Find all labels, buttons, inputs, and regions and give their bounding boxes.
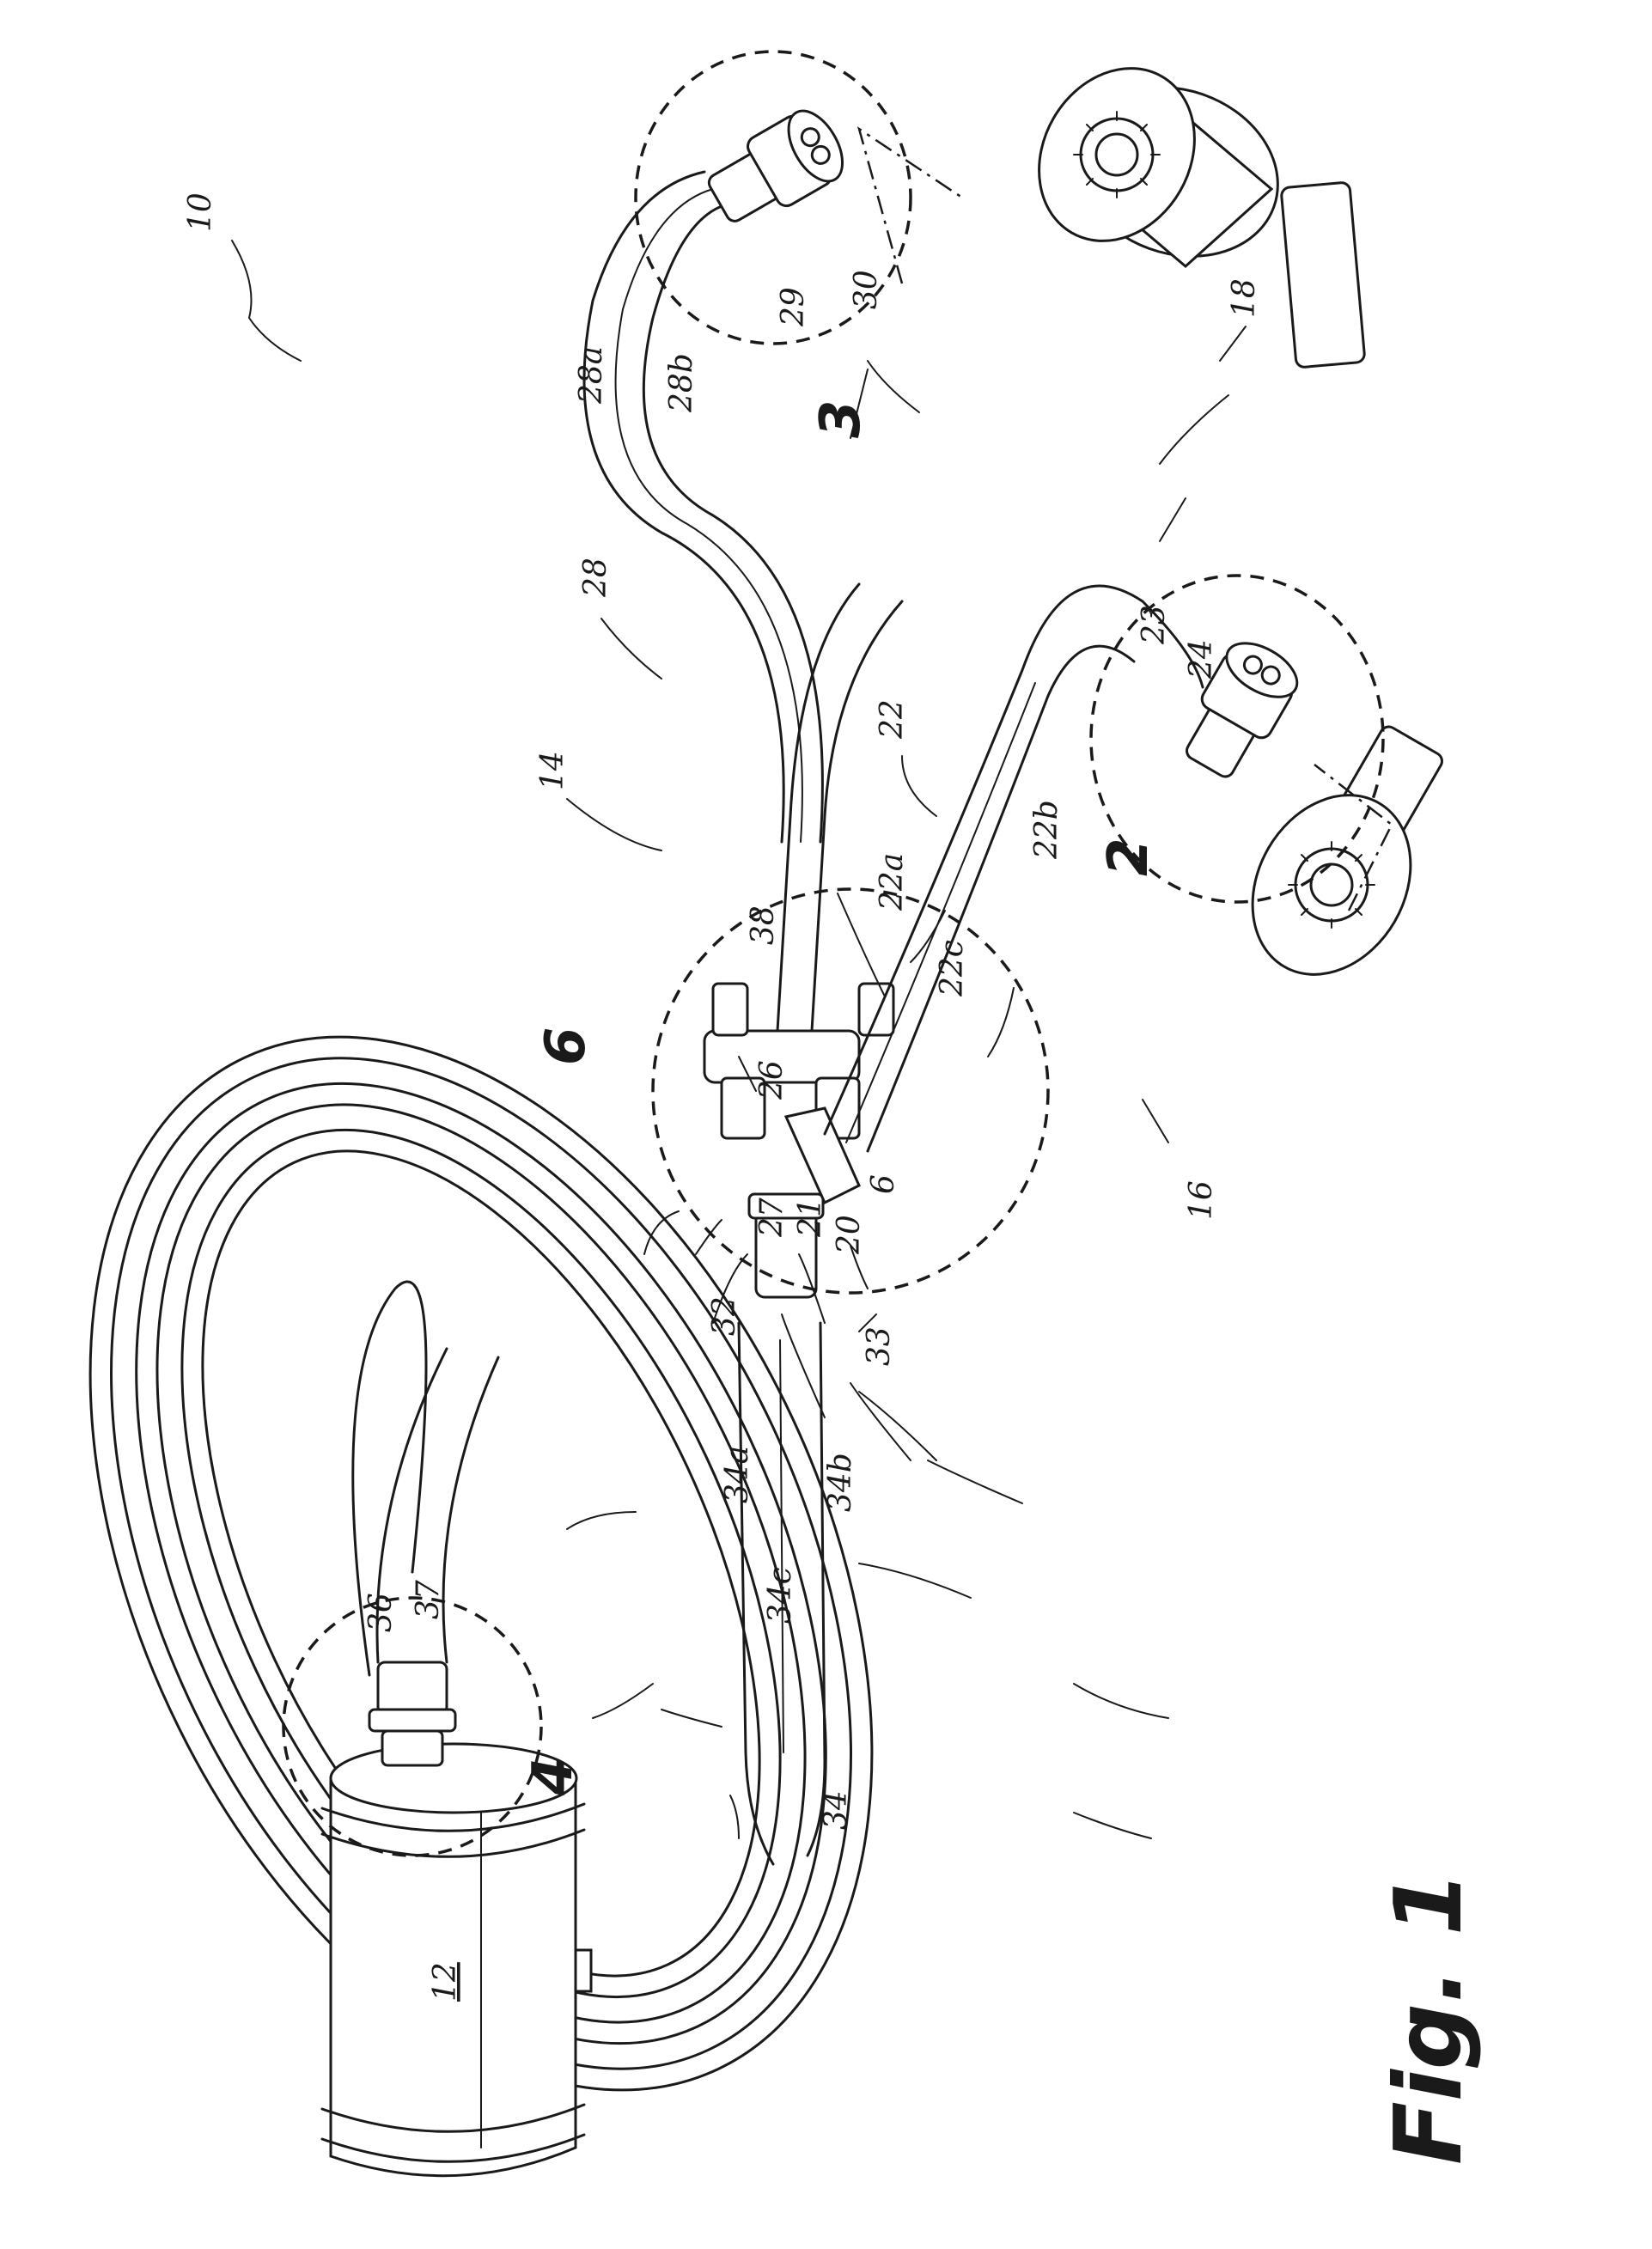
- detail-label-6: 6: [534, 1027, 598, 1065]
- wall-outlet-16: [1221, 723, 1445, 1003]
- label-6-small: 6: [866, 1174, 901, 1194]
- label-22: 22: [875, 699, 910, 740]
- label-10: 10: [183, 192, 218, 232]
- label-27: 27: [754, 1198, 789, 1238]
- label-32: 32: [707, 1296, 742, 1336]
- label-12: 12: [428, 1962, 463, 2002]
- label-26: 26: [754, 1060, 789, 1100]
- detail-label-4: 4: [521, 1757, 585, 1796]
- label-37: 37: [411, 1580, 446, 1619]
- wall-outlet-18: [1009, 40, 1365, 369]
- label-23: 23: [1137, 605, 1172, 645]
- detail-label-3: 3: [809, 399, 873, 438]
- detail-circles: [283, 52, 1383, 1856]
- label-28a: 28a: [574, 346, 609, 405]
- figure-caption: Fig. 1: [1375, 1871, 1483, 2165]
- label-34: 34: [819, 1790, 854, 1830]
- label-16: 16: [1184, 1180, 1219, 1220]
- label-22b: 22b: [1029, 800, 1064, 860]
- detail-label-2: 2: [1097, 838, 1161, 876]
- label-33: 33: [862, 1326, 897, 1366]
- label-28b: 28b: [664, 353, 699, 413]
- label-14: 14: [535, 751, 570, 790]
- label-22c: 22c: [935, 940, 970, 997]
- label-29: 29: [776, 287, 811, 327]
- label-18: 18: [1227, 278, 1262, 318]
- label-34b: 34b: [823, 1453, 858, 1512]
- label-21: 21: [793, 1198, 828, 1238]
- label-24: 24: [1184, 639, 1219, 680]
- label-34a: 34a: [720, 1446, 755, 1503]
- label-30: 30: [849, 270, 884, 309]
- label-20: 20: [832, 1215, 867, 1255]
- label-36: 36: [363, 1593, 399, 1632]
- label-38: 38: [746, 905, 781, 945]
- hose-28: [584, 102, 853, 842]
- label-22a: 22a: [875, 853, 910, 911]
- label-34c: 34c: [763, 1567, 798, 1624]
- label-28: 28: [578, 558, 613, 598]
